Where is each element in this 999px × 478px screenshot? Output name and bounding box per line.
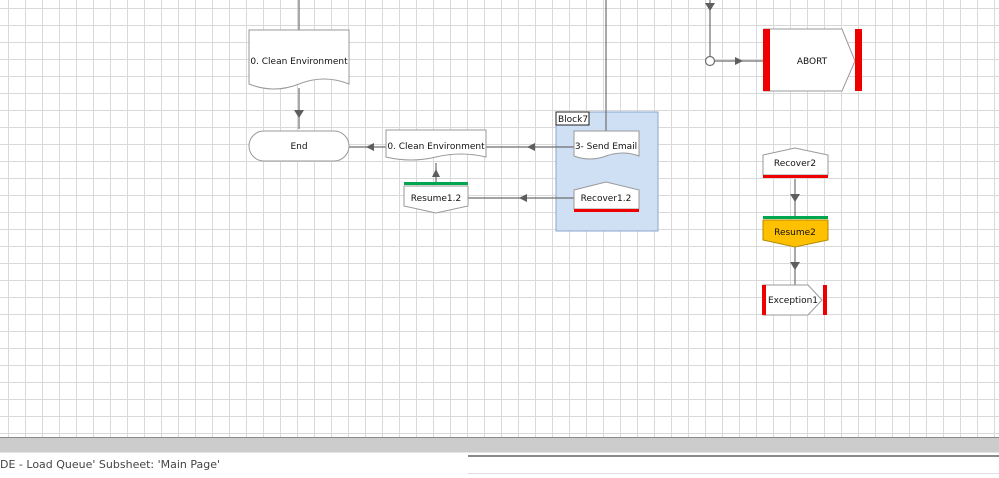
arrow-down-icon [790,262,800,270]
process-diagram-canvas[interactable]: Block7 0. Clean Environment End [0,0,999,437]
block-block7[interactable]: Block7 [555,111,659,232]
stage-abort[interactable]: ABORT [763,28,862,92]
connectors [298,0,796,285]
arrow-left-icon [527,143,535,151]
arrow-left-icon [519,194,527,202]
arrow-up-icon [432,169,440,177]
stage-label: Resume1.2 [411,194,461,204]
horizontal-scrollbar[interactable] [0,437,999,453]
stage-label: End [290,142,307,152]
stage-recover1-2[interactable]: Recover1.2 [573,181,640,212]
arrow-left-icon [366,143,374,151]
stage-label: 0. Clean Environment [387,142,485,152]
stage-label: 3- Send Email [575,142,637,152]
junction-anchor[interactable] [704,55,716,67]
stage-send-email[interactable]: 3- Send Email [573,130,640,160]
stage-label: Recover2 [774,159,816,169]
stage-clean-environment-top[interactable]: 0. Clean Environment [248,29,350,90]
arrow-down-icon [790,194,800,202]
arrowheads [294,3,800,270]
status-panel [468,455,999,474]
stage-resume2[interactable]: Resume2 [762,216,829,248]
stage-label: ABORT [797,57,828,67]
stage-label: 0. Clean Environment [250,57,348,67]
stage-resume1-2[interactable]: Resume1.2 [403,182,469,214]
stage-end[interactable]: End [248,130,350,162]
arrow-right-icon [735,57,743,65]
stage-recover2[interactable]: Recover2 [762,147,829,178]
stage-label: Resume2 [774,228,816,238]
stage-exception1[interactable]: Exception1 [762,284,827,316]
status-bar: DE - Load Queue' Subsheet: 'Main Page' [0,453,999,478]
stage-label: Exception1 [768,296,818,306]
status-text: DE - Load Queue' Subsheet: 'Main Page' [0,458,221,471]
stage-clean-environment-mid[interactable]: 0. Clean Environment [385,129,487,161]
arrow-down-icon [294,110,304,118]
stage-label: Recover1.2 [581,194,632,204]
block-label: Block7 [558,115,588,125]
arrow-down-icon [705,3,715,11]
